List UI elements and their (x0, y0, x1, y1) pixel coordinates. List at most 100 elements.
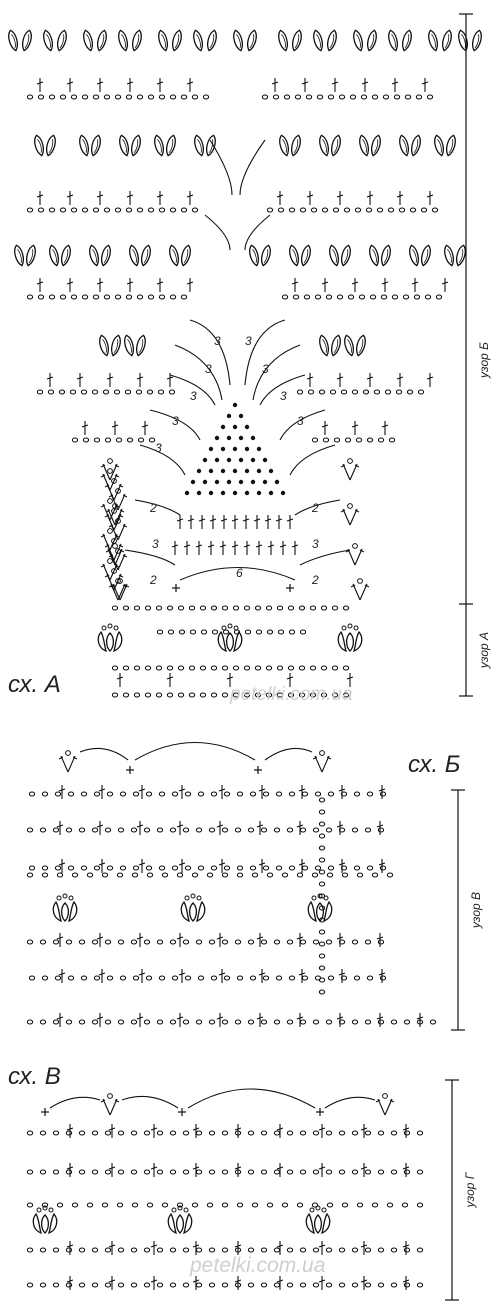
chain-stitch (351, 939, 359, 945)
double-crochet (176, 820, 184, 836)
chain-stitch (65, 939, 73, 945)
chain-stitch (92, 294, 100, 300)
chain-stitch (182, 939, 190, 945)
chain-stitch (81, 94, 89, 100)
chain-stitch (65, 1169, 73, 1175)
chain-stitch (52, 1019, 60, 1025)
double-crochet (150, 1275, 158, 1291)
chain-stitch (286, 827, 294, 833)
chain-stitch (41, 791, 49, 797)
chart-a-label: сх. А (8, 671, 61, 698)
double-crochet (186, 277, 194, 293)
double-crochet (150, 1162, 158, 1178)
leaf-motif (469, 28, 484, 53)
chain-stitch (169, 1019, 177, 1025)
picot-dot (232, 468, 238, 474)
chain-stitch (28, 791, 36, 797)
chain-stitch (261, 94, 269, 100)
chain-stitch (281, 294, 289, 300)
chain-stitch (314, 294, 322, 300)
chain-stitch (59, 207, 67, 213)
chain-stitch (402, 294, 410, 300)
chain-stitch (326, 872, 334, 878)
double-crochet (136, 820, 144, 836)
chain-arch (189, 319, 231, 386)
chain-arch (187, 1088, 316, 1109)
leaf-motif (54, 28, 69, 53)
double-crochet (176, 1012, 184, 1028)
chain-stitch (26, 1130, 34, 1136)
chain-stitch (416, 1130, 424, 1136)
leaf-motif (432, 133, 447, 158)
single-crochet (253, 765, 263, 775)
chain-stitch (262, 791, 270, 797)
chain-stitch (379, 791, 387, 797)
chain-stitch (210, 605, 218, 611)
leaf-motif (122, 333, 137, 358)
leaf-motif (399, 28, 414, 53)
double-crochet (218, 858, 226, 874)
double-crochet (276, 190, 284, 206)
double-crochet (336, 190, 344, 206)
double-crochet (366, 190, 374, 206)
double-crochet (178, 784, 186, 800)
picot-dot (256, 446, 262, 452)
fan-stitch (345, 543, 365, 566)
chain-stitch (340, 389, 348, 395)
chain-stitch (341, 1202, 349, 1208)
chain-stitch (184, 865, 192, 871)
double-crochet (126, 277, 134, 293)
chain-stitch (103, 207, 111, 213)
chain-stitch (273, 1019, 281, 1025)
chain-stitch (180, 207, 188, 213)
chain-stitch (221, 1169, 229, 1175)
chain-stitch (103, 94, 111, 100)
chain-stitch (52, 827, 60, 833)
single-crochet (285, 583, 295, 593)
chain-stitch (286, 1282, 294, 1288)
chain-stitch (249, 791, 257, 797)
double-crochet (46, 372, 54, 388)
chain-stitch (312, 1130, 320, 1136)
chain-arch (294, 499, 341, 516)
chain-stitch (413, 294, 421, 300)
chain-stitch (104, 1247, 112, 1253)
chain-stitch (182, 1282, 190, 1288)
leaf-motif (133, 333, 148, 358)
chain-stitch (111, 665, 119, 671)
picot-dot (232, 490, 238, 496)
chain-stitch (71, 1202, 79, 1208)
chain-stitch (114, 207, 122, 213)
chain-stitch (314, 791, 322, 797)
chain-stitch (377, 1130, 385, 1136)
chain-stitch (426, 94, 434, 100)
picot-dot (244, 490, 250, 496)
chain-stitch (318, 881, 326, 887)
arch-count: 2 (311, 501, 319, 515)
chain-stitch (144, 692, 152, 698)
double-crochet (426, 190, 434, 206)
chain-stitch (364, 1247, 372, 1253)
chain-stitch (398, 207, 406, 213)
chain-stitch (390, 1282, 398, 1288)
chain-stitch (86, 1202, 94, 1208)
chain-stitch (221, 827, 229, 833)
chain-stitch (130, 1247, 138, 1253)
leaf-motif (116, 28, 131, 53)
chain-stitch (26, 872, 34, 878)
double-crochet (106, 372, 114, 388)
chain-stitch (184, 791, 192, 797)
double-crochet (231, 540, 239, 556)
chain-stitch (122, 692, 130, 698)
chain-stitch (199, 605, 207, 611)
chain-stitch (390, 1247, 398, 1253)
chain-stitch (210, 665, 218, 671)
chain-stitch (67, 791, 75, 797)
chain-stitch (122, 605, 130, 611)
double-crochet (76, 372, 84, 388)
chain-stitch (273, 1247, 281, 1253)
chain-stitch (80, 865, 88, 871)
chain-stitch (388, 437, 396, 443)
chain-stitch (314, 865, 322, 871)
chain-stitch (59, 94, 67, 100)
